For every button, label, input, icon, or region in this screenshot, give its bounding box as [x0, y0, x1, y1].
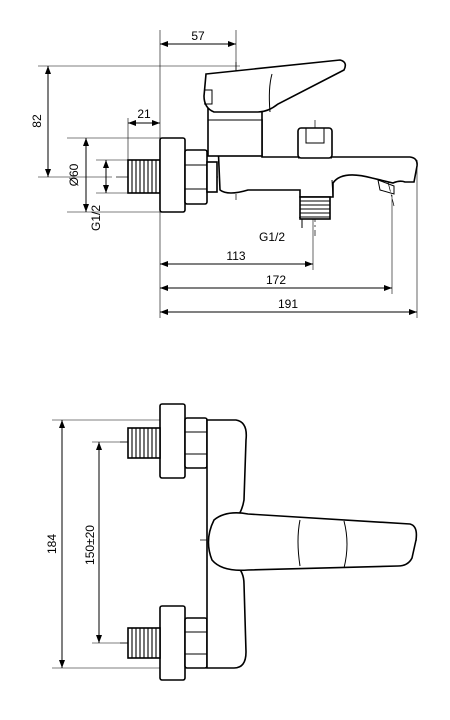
inlet-thread-hatch	[131, 160, 157, 193]
outlet-thread-hatch	[300, 200, 330, 218]
top-thread-hatch	[131, 428, 157, 458]
dim-191: 191	[278, 297, 298, 311]
dim-57: 57	[191, 29, 205, 43]
dim-thread-outlet: G1/2	[259, 230, 285, 244]
dim-82: 82	[30, 114, 44, 128]
bottom-thread-hatch	[131, 628, 157, 658]
dim-thread-inlet: G1/2	[89, 205, 103, 231]
side-view	[38, 30, 418, 318]
dim-21: 21	[137, 107, 151, 121]
dim-113: 113	[226, 249, 245, 263]
dim-172: 172	[266, 273, 286, 287]
dim-184: 184	[45, 534, 59, 554]
dim-150-20: 150±20	[83, 525, 97, 565]
dim-diameter-60: Ø60	[67, 163, 81, 186]
front-view	[52, 403, 420, 681]
